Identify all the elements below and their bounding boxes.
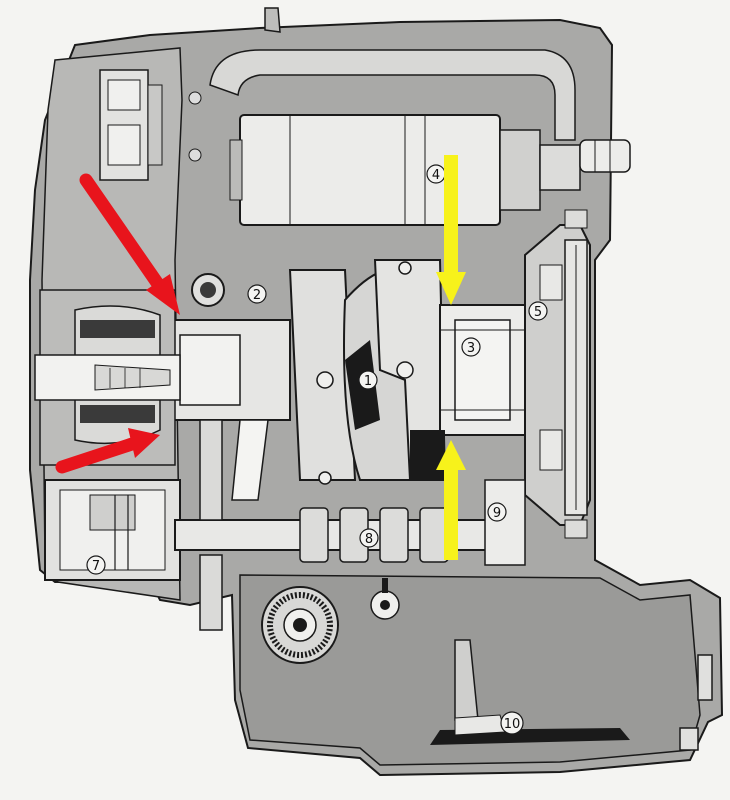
svg-text:5: 5 bbox=[534, 305, 542, 320]
part-label-5: 5 bbox=[528, 301, 548, 321]
pushrod-tubes bbox=[199, 419, 269, 631]
oil-pump-gear bbox=[261, 586, 339, 664]
relay-block bbox=[99, 69, 202, 181]
svg-text:10: 10 bbox=[504, 717, 521, 732]
svg-text:1: 1 bbox=[364, 374, 372, 389]
top-bracket bbox=[264, 7, 281, 33]
alternator bbox=[34, 289, 181, 466]
oil-filter-housing bbox=[44, 479, 181, 581]
svg-text:7: 7 bbox=[92, 559, 100, 574]
red-arrow-upper bbox=[79, 173, 180, 315]
part-label-7: 7 bbox=[86, 555, 106, 575]
svg-text:9: 9 bbox=[493, 506, 501, 521]
part-label-1: 1 bbox=[358, 370, 378, 390]
svg-text:4: 4 bbox=[432, 168, 440, 183]
part-label-10: 10 bbox=[500, 711, 524, 735]
part-label-3: 3 bbox=[461, 337, 481, 357]
part-label-9: 9 bbox=[487, 502, 507, 522]
svg-text:3: 3 bbox=[467, 341, 475, 356]
clutch-flywheel bbox=[524, 209, 591, 539]
part-label-8: 8 bbox=[359, 528, 379, 548]
part-label-2: 2 bbox=[247, 284, 267, 304]
red-arrow-lower bbox=[55, 428, 160, 474]
camshaft bbox=[174, 479, 526, 566]
drain-bolt bbox=[679, 654, 713, 751]
crankshaft-assembly bbox=[169, 259, 526, 485]
oil-plug bbox=[191, 273, 225, 307]
yellow-arrow-upper bbox=[436, 155, 466, 305]
yellow-arrow-lower bbox=[436, 440, 466, 560]
svg-text:8: 8 bbox=[365, 532, 373, 547]
cam-follower bbox=[370, 578, 400, 620]
starter-motor bbox=[209, 49, 631, 226]
svg-text:2: 2 bbox=[253, 288, 261, 303]
part-label-4: 4 bbox=[426, 164, 446, 184]
